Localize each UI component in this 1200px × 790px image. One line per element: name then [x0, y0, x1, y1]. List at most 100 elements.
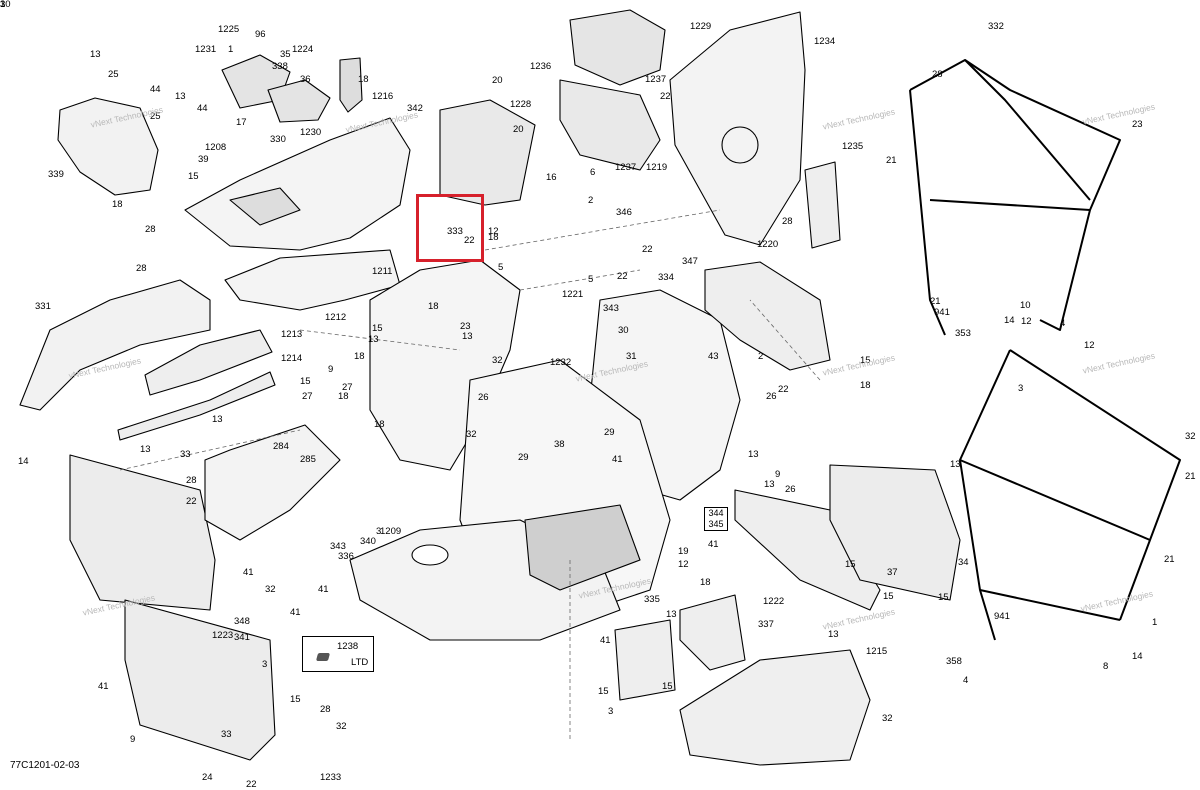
- callout-345: 345: [708, 519, 724, 529]
- callout-9: 9: [328, 364, 334, 375]
- callout-38: 38: [554, 439, 565, 450]
- callout-3: 3: [0, 0, 6, 10]
- callout-22: 22: [246, 779, 257, 790]
- part-1232: [69, 454, 216, 611]
- callout-26: 26: [766, 391, 777, 402]
- callout-1216: 1216: [372, 91, 394, 102]
- callout-335: 335: [644, 594, 660, 605]
- callout-15: 15: [860, 355, 871, 366]
- callout-41: 41: [708, 539, 719, 550]
- callout-19: 19: [678, 546, 689, 557]
- callout-22: 22: [778, 384, 789, 395]
- part-332: [679, 649, 871, 766]
- part-1235: [804, 161, 841, 249]
- callout-21: 21: [886, 155, 897, 166]
- callout-15: 15: [845, 559, 856, 570]
- callout-22: 22: [660, 91, 671, 102]
- callout-1228: 1228: [510, 99, 532, 110]
- callout-3: 3: [608, 706, 614, 717]
- callout-21: 21: [930, 296, 941, 307]
- callout-22: 22: [617, 271, 628, 282]
- callout-941: 941: [994, 611, 1010, 622]
- callout-15: 15: [300, 376, 311, 387]
- callout-22: 22: [186, 496, 197, 507]
- callout-1225: 1225: [218, 24, 240, 35]
- callout-27: 27: [302, 391, 313, 402]
- part-353: [909, 59, 1121, 336]
- callout-348: 348: [234, 616, 250, 627]
- callout-30: 30: [618, 325, 629, 336]
- callout-18: 18: [428, 301, 439, 312]
- callout-2: 2: [588, 195, 594, 206]
- callout-9: 9: [775, 469, 781, 480]
- part-1214: [117, 371, 276, 441]
- callout-32: 32: [265, 584, 276, 595]
- part-338: [339, 57, 363, 113]
- callout-21: 21: [1185, 471, 1196, 482]
- callout-1237: 1237: [645, 74, 667, 85]
- part-1213: [144, 329, 273, 396]
- callout-3: 3: [0, 0, 6, 10]
- part-285: [204, 424, 341, 541]
- part-1234: [669, 11, 806, 246]
- callout-4: 4: [1060, 318, 1066, 329]
- callout-31: 31: [626, 351, 637, 362]
- callout-346: 346: [616, 207, 632, 218]
- callout-333: 333: [447, 226, 463, 237]
- callout-16: 16: [546, 172, 557, 183]
- callout-1214: 1214: [281, 353, 303, 364]
- callout-1219: 1219: [646, 162, 668, 173]
- callout-21: 21: [1164, 554, 1175, 565]
- callout-13: 13: [462, 331, 473, 342]
- document-id: 77C1201-02-03: [10, 760, 80, 771]
- reference-part-icon: [315, 653, 331, 661]
- callout-32: 32: [492, 355, 503, 366]
- callout-28: 28: [186, 475, 197, 486]
- callout-18: 18: [700, 577, 711, 588]
- callout-18: 18: [488, 232, 499, 243]
- callout-20: 20: [513, 124, 524, 135]
- callout-3: 3: [1018, 383, 1024, 394]
- part-1233: [124, 599, 276, 761]
- callout-15: 15: [188, 171, 199, 182]
- callout-339: 339: [48, 169, 64, 180]
- callout-342: 342: [407, 103, 423, 114]
- callout-1224: 1224: [292, 44, 314, 55]
- callout-4: 4: [963, 675, 969, 686]
- callout-1229: 1229: [690, 21, 712, 32]
- callout-10: 10: [1020, 300, 1031, 311]
- callout-32: 32: [466, 429, 477, 440]
- callout-28: 28: [320, 704, 331, 715]
- callout-1235: 1235: [842, 141, 864, 152]
- callout-29: 29: [604, 427, 615, 438]
- callout-14: 14: [1004, 315, 1015, 326]
- callout-353: 353: [955, 328, 971, 339]
- callout-26: 26: [478, 392, 489, 403]
- part-358: [959, 349, 1181, 641]
- callout-18: 18: [338, 391, 349, 402]
- callout-1230: 1230: [300, 127, 322, 138]
- callout-41: 41: [243, 567, 254, 578]
- callout-23: 23: [1132, 119, 1143, 130]
- callout-44: 44: [150, 84, 161, 95]
- callout-15: 15: [598, 686, 609, 697]
- callout-1237: 1237: [615, 162, 637, 173]
- callout-28: 28: [145, 224, 156, 235]
- part-1230: [267, 79, 331, 123]
- callout-18: 18: [112, 199, 123, 210]
- part-342: [439, 99, 536, 206]
- callout-32: 32: [336, 721, 347, 732]
- part-1222: [679, 594, 746, 671]
- callout-25: 25: [150, 111, 161, 122]
- callout-23: 23: [460, 321, 471, 332]
- callout-1234: 1234: [814, 36, 836, 47]
- callout-43: 43: [708, 351, 719, 362]
- callout-18: 18: [358, 74, 369, 85]
- callout-34: 34: [958, 557, 969, 568]
- callout-1236: 1236: [530, 61, 552, 72]
- callout-1211: 1211: [372, 266, 393, 277]
- callout-13: 13: [175, 91, 186, 102]
- callout-41: 41: [98, 681, 109, 692]
